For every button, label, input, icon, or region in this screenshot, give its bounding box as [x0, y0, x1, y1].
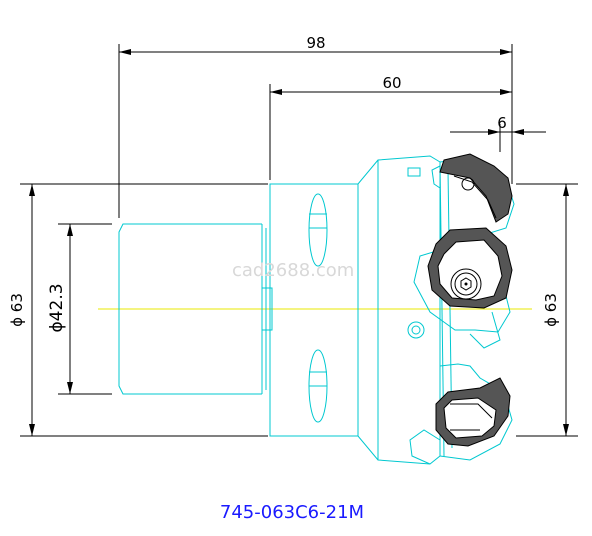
screw-top — [461, 177, 475, 191]
coolant-hole — [407, 321, 425, 339]
dim-right-diameter: ϕ 63 — [542, 293, 560, 327]
dimension-lines — [20, 44, 578, 437]
keyway-top — [308, 193, 328, 267]
dim-shank-diameter: ϕ42.3 — [47, 283, 67, 332]
dim-body-length: 60 — [382, 74, 401, 92]
dim-left-diameter: ϕ 63 — [8, 293, 26, 327]
screw-middle — [460, 277, 472, 291]
body — [269, 155, 441, 465]
dim-overall-length: 98 — [306, 34, 325, 52]
dim-insert-offset: 6 — [497, 114, 507, 132]
shank — [118, 223, 262, 395]
insert-top — [439, 153, 513, 223]
inserts — [427, 153, 513, 447]
tool-outline — [118, 155, 515, 465]
watermark: cad2688.com — [232, 260, 354, 281]
part-number: 745-063C6-21M — [220, 502, 364, 523]
